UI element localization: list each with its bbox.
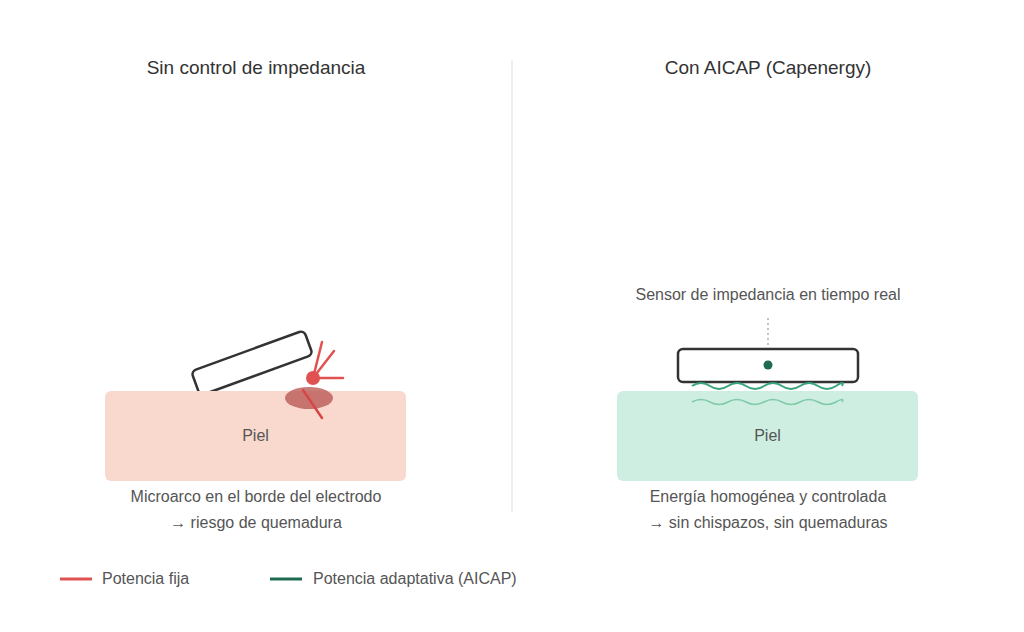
panel-title: Con AICAP (Capenergy) <box>665 57 872 80</box>
caption: → sin chispazos, sin quemaduras <box>648 513 887 532</box>
arc-point <box>306 371 320 385</box>
skin-region: Piel <box>105 391 406 481</box>
legend-text: Potencia adaptativa (AICAP) <box>313 569 517 588</box>
skin-region: Piel <box>617 391 918 481</box>
legend-text: Potencia fija <box>102 569 189 588</box>
caption: Microarco en el borde del electrodo <box>131 487 382 506</box>
caption: Energía homogénea y controlada <box>650 487 887 506</box>
electrode-flat <box>678 349 858 382</box>
sensor-label: Sensor de impedancia en tiempo real <box>635 285 900 304</box>
region-label: Piel <box>754 426 781 445</box>
legend-line <box>270 578 302 581</box>
sensor-dot <box>764 361 773 370</box>
energy-wave <box>692 383 843 389</box>
electrode-tilted <box>191 330 313 395</box>
region-label: Piel <box>242 426 269 445</box>
spark <box>313 342 343 378</box>
caption: → riesgo de quemadura <box>170 513 342 532</box>
panel-title: Sin control de impedancia <box>147 57 366 80</box>
divider <box>512 60 513 512</box>
legend-line <box>60 578 92 581</box>
